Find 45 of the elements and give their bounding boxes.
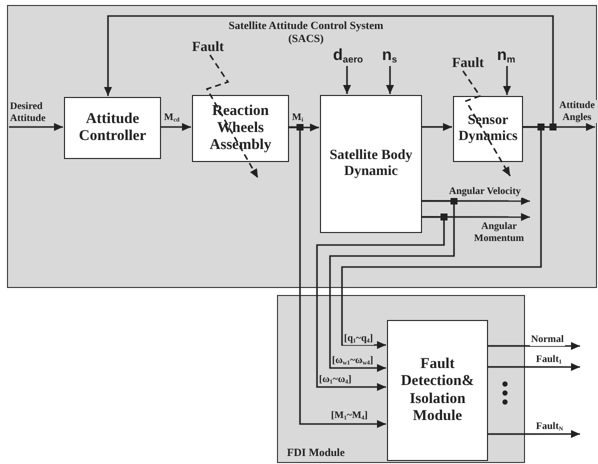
- signal-arrow: [288, 124, 319, 132]
- edge-label: M$_{i}$: [291, 112, 304, 124]
- edge-label: [ω$_{w1}$~ω$_{w4}$]: [331, 355, 374, 368]
- fault-label: Fault: [452, 56, 492, 72]
- process-box: [64, 97, 161, 159]
- signal-arrow: [487, 363, 580, 371]
- signal-arrow: [316, 216, 445, 391]
- box-label: Reaction Wheels Assembly: [208, 102, 272, 154]
- input-label: Desired Attitude: [10, 101, 60, 128]
- signal-arrow: [341, 126, 542, 349]
- signal-arrow: [104, 15, 554, 128]
- box-label: Sensor Dynamics: [457, 112, 519, 146]
- signal-arrow: [288, 126, 386, 428]
- signal-arrow: [487, 430, 580, 438]
- system-panel: [277, 295, 525, 463]
- signal-arrow: [386, 66, 394, 94]
- signal-arrow: [421, 122, 452, 131]
- box-label: Fault Detection& Isolation Module: [400, 356, 476, 425]
- signal-arrow: [487, 342, 580, 350]
- system-panel: [7, 5, 597, 288]
- edge-label: [q$_{1}$~q$_{4}$]: [343, 333, 374, 346]
- edge-label: Fault$_{1}$: [535, 354, 563, 366]
- edge-label: [ω$_{1}$~ω$_{4}$]: [318, 374, 352, 386]
- fault-arrow: [462, 70, 511, 176]
- disturbance-label: d$_{aero}$: [333, 48, 365, 67]
- edge-label: Angular Velocity: [448, 186, 522, 198]
- signal-arrow: [160, 123, 191, 131]
- signal-arrow: [329, 200, 455, 372]
- edge-label: M$_{cd}$: [163, 112, 180, 124]
- fault-arrow: [206, 54, 259, 178]
- disturbance-label: n$_{m}$: [497, 48, 519, 67]
- box-label: Attitude Controller: [78, 110, 148, 146]
- process-box: [320, 95, 422, 233]
- panel-title: FDI Module: [287, 447, 345, 460]
- box-label: Satellite Body Dynamic: [328, 148, 414, 180]
- edge-label: Fault$_{N}$: [535, 421, 564, 434]
- disturbance-label: n$_{s}$: [382, 48, 400, 67]
- process-box: [453, 96, 523, 162]
- signal-arrow: [503, 66, 511, 95]
- process-box: [192, 95, 289, 162]
- edge-label: Normal: [530, 334, 565, 346]
- edge-label: [M$_{1}$~M$_{4}$]: [330, 410, 369, 422]
- process-box: [387, 320, 488, 461]
- signal-arrow: [9, 123, 63, 131]
- signal-arrow: [343, 66, 351, 94]
